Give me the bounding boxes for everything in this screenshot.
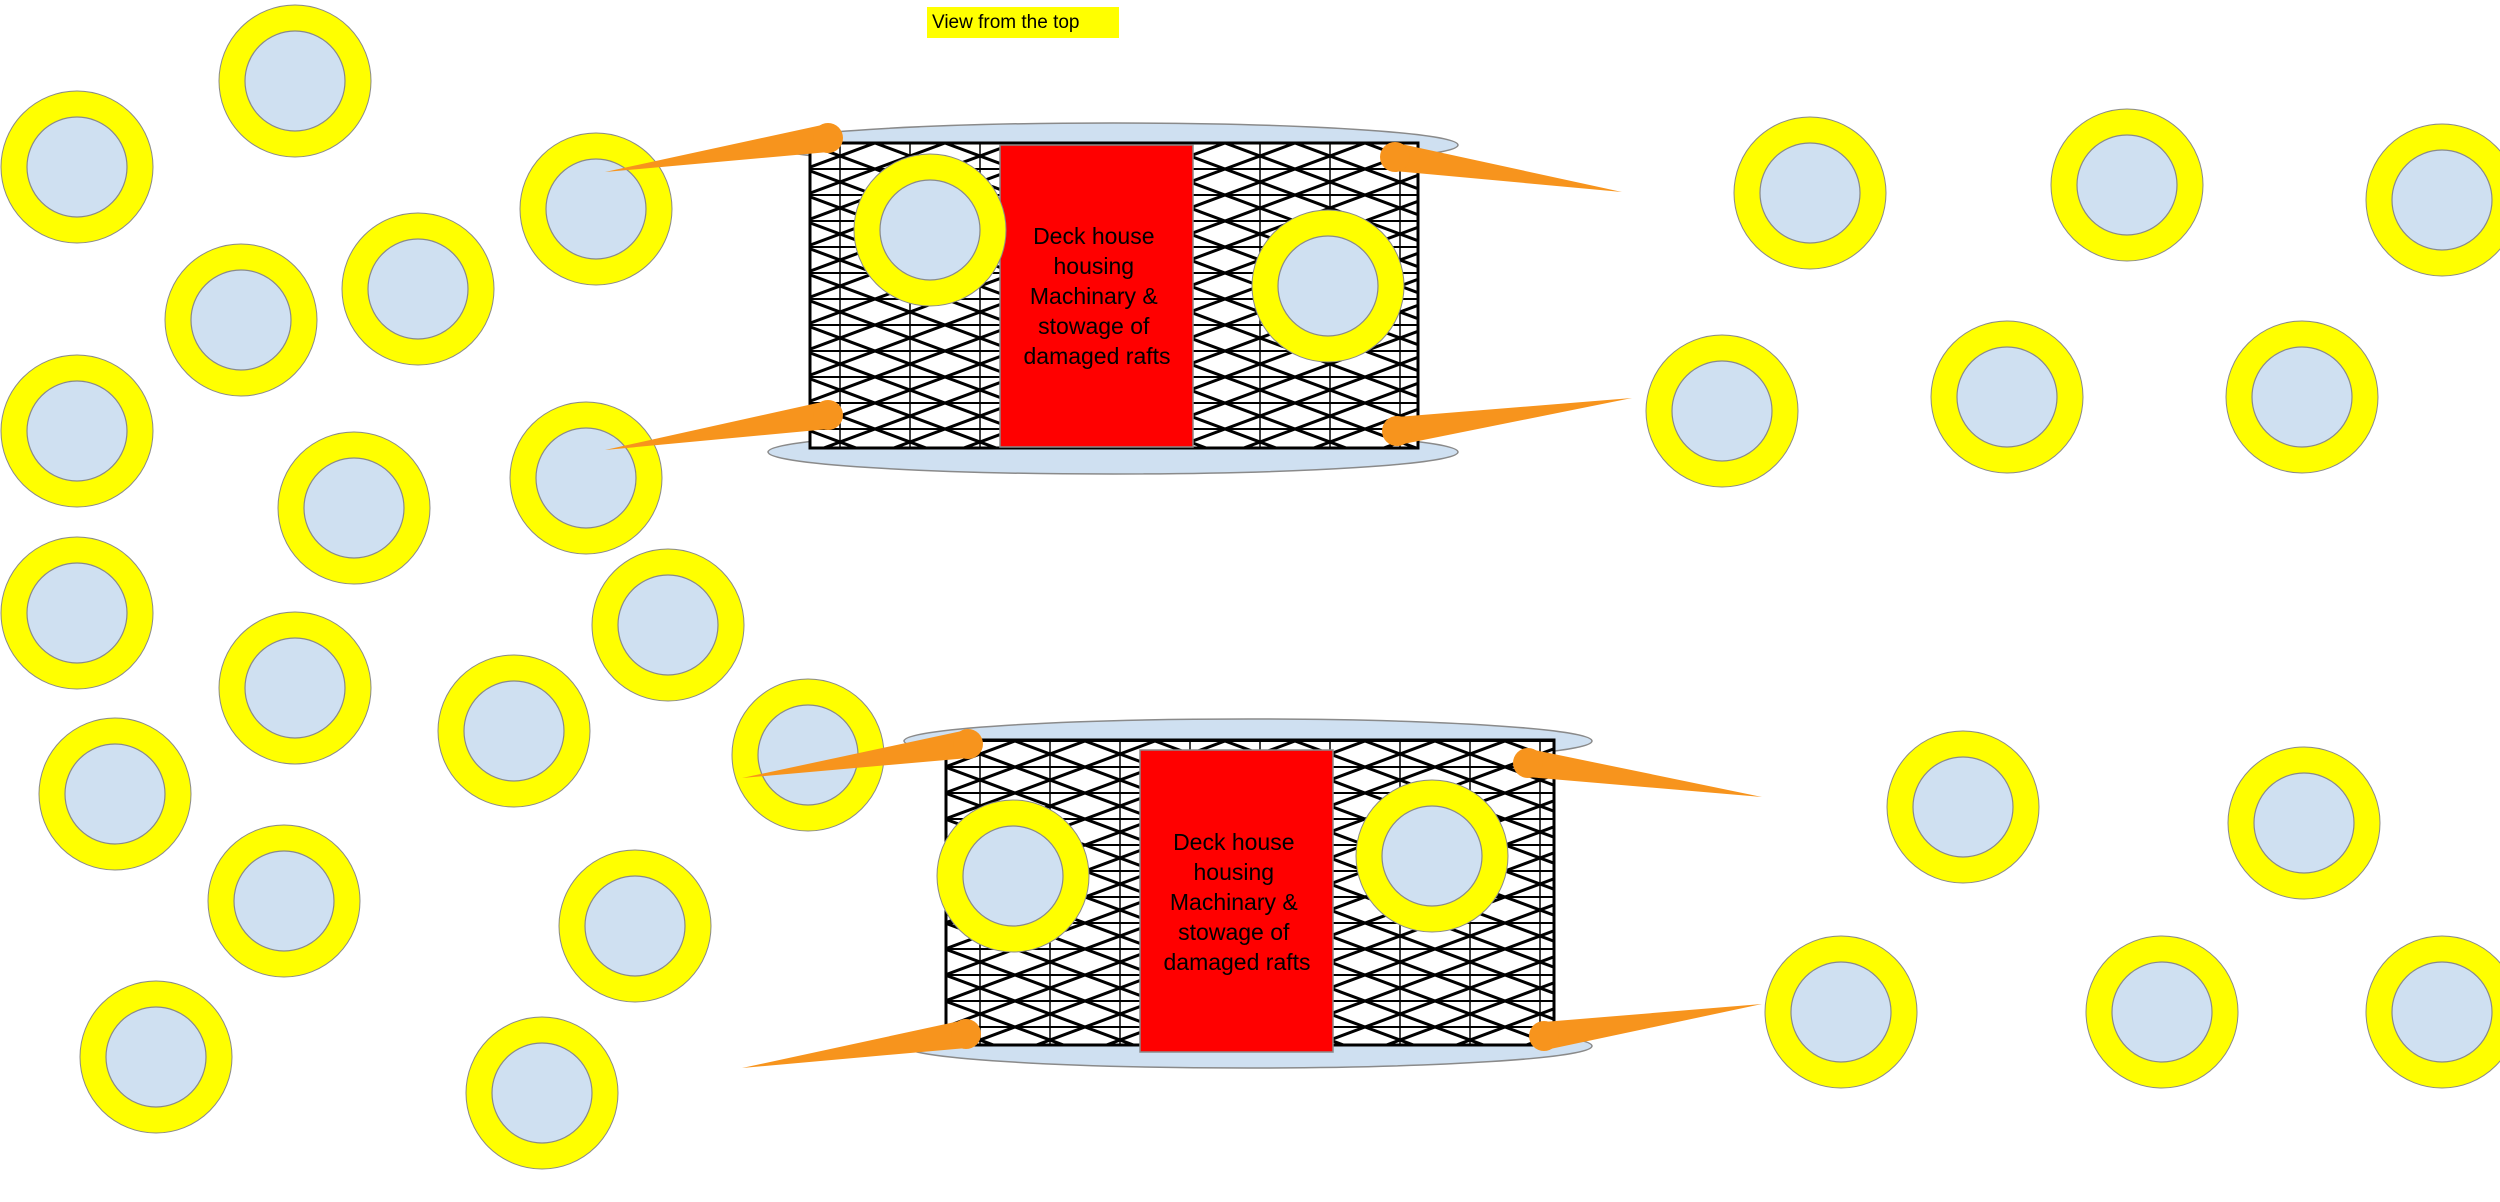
painter-line bbox=[1382, 398, 1632, 446]
life-raft-icon bbox=[218, 611, 372, 765]
life-raft-icon bbox=[1251, 209, 1405, 363]
painter-line bbox=[605, 123, 843, 172]
life-raft-icon bbox=[731, 678, 885, 832]
painter-line bbox=[1380, 142, 1622, 192]
life-raft-icon bbox=[164, 243, 318, 397]
life-raft-icon bbox=[277, 431, 431, 585]
life-raft-icon bbox=[2050, 108, 2204, 262]
life-raft-icon bbox=[509, 401, 663, 555]
painter-line bbox=[742, 729, 983, 778]
painter-line bbox=[1513, 748, 1762, 797]
life-raft-icon bbox=[218, 4, 372, 158]
life-raft-icon bbox=[2085, 935, 2239, 1089]
life-raft-icon bbox=[1764, 935, 1918, 1089]
life-raft-icon bbox=[558, 849, 712, 1003]
life-raft-icon bbox=[1930, 320, 2084, 474]
life-raft-icon bbox=[853, 153, 1007, 307]
deck-house bbox=[999, 144, 1194, 448]
painter-line bbox=[1529, 1004, 1762, 1051]
life-raft-icon bbox=[79, 980, 233, 1134]
life-raft-icon bbox=[2365, 123, 2500, 277]
life-raft-icon bbox=[2225, 320, 2379, 474]
life-raft-icon bbox=[0, 90, 154, 244]
life-raft-icon bbox=[207, 824, 361, 978]
painter-line bbox=[742, 1019, 981, 1068]
free-rafts bbox=[0, 4, 2500, 1170]
life-raft-icon bbox=[2365, 935, 2500, 1089]
title-label: View from the top bbox=[927, 7, 1119, 38]
life-raft-icon bbox=[0, 536, 154, 690]
deck-house-label: Deck house housing Machinary & stowage o… bbox=[1023, 223, 1170, 369]
deck-house-label: Deck house housing Machinary & stowage o… bbox=[1163, 829, 1310, 975]
vessel-top: Deck house housing Machinary & stowage o… bbox=[767, 122, 1459, 475]
life-raft-icon bbox=[38, 717, 192, 871]
life-raft-icon bbox=[1355, 779, 1509, 933]
life-raft-icon bbox=[591, 548, 745, 702]
life-raft-icon bbox=[936, 799, 1090, 953]
life-raft-icon bbox=[465, 1016, 619, 1170]
painter-lines bbox=[605, 123, 1762, 1068]
vessel-bottom: Deck house housing Machinary & stowage o… bbox=[903, 718, 1593, 1069]
life-raft-icon bbox=[1645, 334, 1799, 488]
life-raft-icon bbox=[1733, 116, 1887, 270]
life-raft-icon bbox=[2227, 746, 2381, 900]
life-raft-icon bbox=[437, 654, 591, 808]
deck-house bbox=[1139, 749, 1334, 1053]
painter-line bbox=[605, 400, 843, 450]
life-raft-icon bbox=[0, 354, 154, 508]
life-raft-icon bbox=[1886, 730, 2040, 884]
life-raft-icon bbox=[341, 212, 495, 366]
life-raft-icon bbox=[519, 132, 673, 286]
